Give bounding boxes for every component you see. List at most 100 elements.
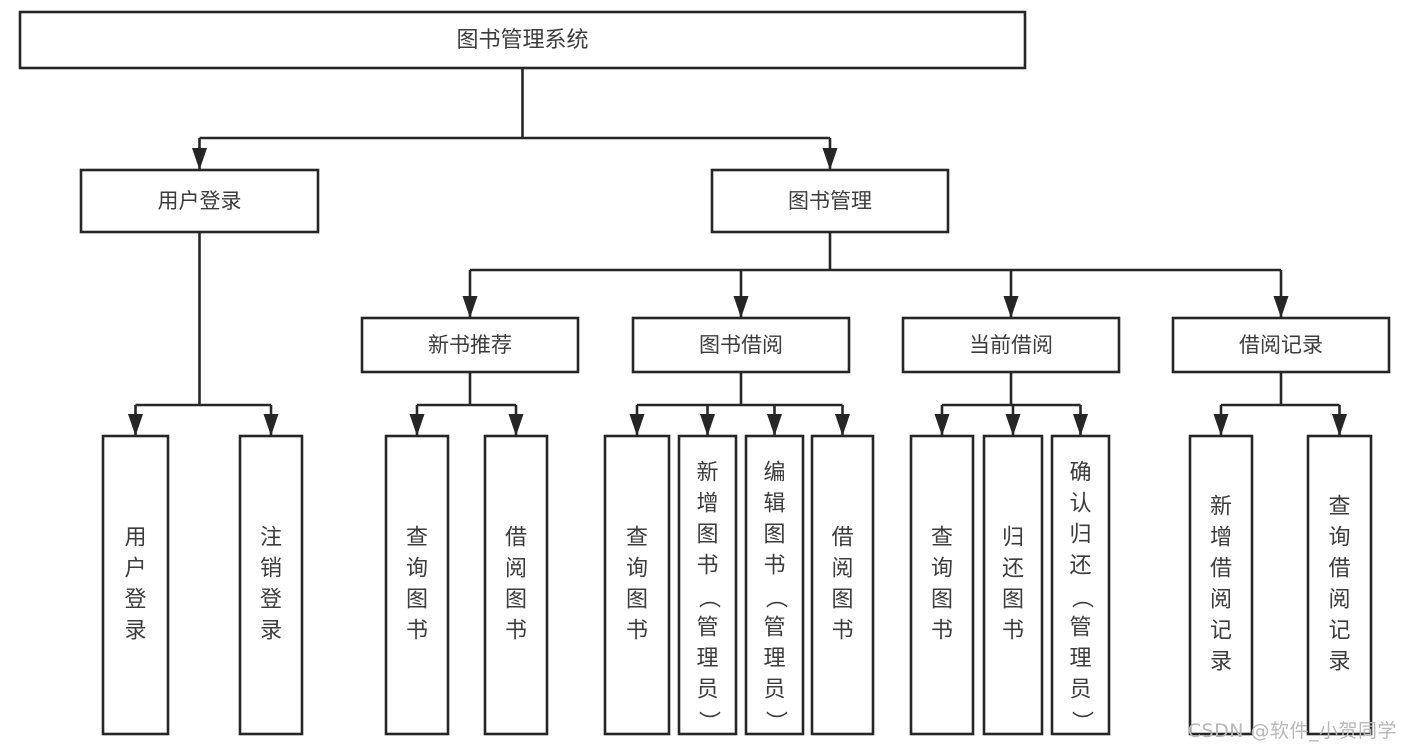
- node-new-book-recommend-rect[interactable]: [360, 316, 580, 374]
- leaf-leaf-edit-book-char: 员: [763, 678, 785, 703]
- leaf-leaf-edit-book-rect[interactable]: [744, 434, 805, 736]
- leaf-leaf-add-book-char: 理: [696, 647, 718, 672]
- leaf-leaf-query-record-char: 查: [1328, 495, 1350, 520]
- leaf-leaf-query-book-3-char: 询: [931, 557, 953, 582]
- leaf-leaf-query-record-char: 记: [1328, 619, 1350, 644]
- leaf-leaf-add-book-char: （: [696, 586, 721, 608]
- leaf-leaf-add-book-char: 图: [696, 523, 718, 548]
- leaf-leaf-add-record-char: 记: [1210, 619, 1232, 644]
- node-book-manage-rect[interactable]: [710, 168, 950, 234]
- leaf-leaf-confirm-return-char: 认: [1069, 492, 1091, 517]
- leaf-leaf-logout-char: 录: [260, 619, 282, 644]
- node-user-login[interactable]: 用户登录: [79, 168, 320, 234]
- leaf-leaf-query-book-1-rect[interactable]: [384, 434, 450, 736]
- leaf-leaf-confirm-return-char: 还: [1069, 554, 1091, 579]
- leaf-leaf-user-login-char: 用: [124, 526, 146, 551]
- leaf-leaf-logout-rect[interactable]: [238, 434, 304, 736]
- leaf-leaf-user-login-rect[interactable]: [101, 434, 170, 736]
- node-new-book-recommend-label: 新书推荐: [428, 333, 512, 357]
- leaf-leaf-logout-char: 登: [260, 588, 282, 613]
- arrow-head-icon: [1073, 414, 1088, 436]
- leaf-leaf-query-record-char: 录: [1328, 650, 1350, 675]
- arrow-head-icon: [409, 414, 425, 436]
- leaf-leaf-add-book-char: 员: [696, 678, 718, 703]
- arrow-head-icon: [128, 414, 143, 436]
- leaf-leaf-add-record-rect[interactable]: [1188, 434, 1254, 736]
- node-book-manage[interactable]: 图书管理: [710, 168, 950, 234]
- leaf-leaf-query-book-3-char: 图: [931, 588, 953, 613]
- leaf-leaf-edit-book-char: 编: [763, 461, 785, 486]
- arrow-head-icon: [700, 414, 715, 436]
- connectors-layer: [128, 68, 1347, 436]
- leaf-leaf-return-book-char: 书: [1002, 619, 1024, 644]
- nodes-layer: 图书管理系统用户登录图书管理新书推荐图书借阅当前借阅借阅记录用户登录注销登录查询…: [18, 10, 1391, 736]
- leaf-leaf-query-book-2-char: 书: [626, 619, 648, 644]
- leaf-leaf-edit-book-char: 辑: [763, 492, 785, 517]
- leaf-leaf-logout-char: 注: [260, 526, 282, 551]
- leaf-leaf-query-book-1-char: 书: [406, 619, 428, 644]
- arrow-head-icon: [822, 148, 838, 170]
- leaf-leaf-return-book-rect[interactable]: [982, 434, 1044, 736]
- node-new-book-recommend[interactable]: 新书推荐: [360, 316, 580, 374]
- node-current-borrow[interactable]: 当前借阅: [901, 316, 1121, 374]
- leaf-leaf-confirm-return-char: 归: [1069, 523, 1091, 548]
- leaf-leaf-user-login[interactable]: 用户登录: [101, 434, 170, 736]
- arrow-head-icon: [835, 414, 850, 436]
- node-current-borrow-rect[interactable]: [901, 316, 1121, 374]
- arrow-head-icon: [733, 296, 749, 318]
- leaf-leaf-query-book-3-rect[interactable]: [909, 434, 975, 736]
- leaf-leaf-add-book-char: 新: [696, 461, 718, 486]
- node-borrow-record[interactable]: 借阅记录: [1171, 316, 1391, 374]
- node-current-borrow-label: 当前借阅: [969, 333, 1053, 357]
- arrow-head-icon: [1213, 414, 1229, 436]
- leaf-leaf-add-record-char: 借: [1210, 557, 1232, 582]
- leaf-leaf-confirm-return-char: 确: [1069, 461, 1091, 486]
- leaf-leaf-query-book-1-char: 图: [406, 588, 428, 613]
- node-book-borrow[interactable]: 图书借阅: [631, 316, 851, 374]
- leaf-leaf-borrow-book-1-char: 借: [505, 526, 527, 551]
- leaf-leaf-add-book-char: 书: [696, 554, 718, 579]
- leaf-leaf-borrow-book-2-rect[interactable]: [810, 434, 875, 736]
- leaf-leaf-borrow-book-1-rect[interactable]: [483, 434, 549, 736]
- leaf-leaf-add-book-char: ）: [696, 710, 721, 732]
- arrow-head-icon: [1332, 414, 1347, 436]
- leaf-leaf-borrow-book-2-char: 阅: [831, 557, 853, 582]
- leaf-leaf-query-record-rect[interactable]: [1306, 434, 1373, 736]
- leaf-leaf-edit-book-char: 书: [763, 554, 785, 579]
- leaf-leaf-borrow-book-1-char: 阅: [505, 557, 527, 582]
- node-root-图书管理系统-rect[interactable]: [18, 10, 1027, 70]
- arrow-head-icon: [934, 414, 950, 436]
- leaf-leaf-borrow-book-2-char: 借: [831, 526, 853, 551]
- leaf-leaf-query-book-1-char: 查: [406, 526, 428, 551]
- leaf-leaf-query-book-3-char: 查: [931, 526, 953, 551]
- arrow-head-icon: [462, 296, 478, 318]
- arrow-head-icon: [508, 414, 524, 436]
- leaf-leaf-edit-book-char: 理: [763, 647, 785, 672]
- node-user-login-rect[interactable]: [79, 168, 320, 234]
- node-user-login-label: 用户登录: [158, 189, 242, 213]
- arrow-head-icon: [1003, 296, 1019, 318]
- node-root-图书管理系统[interactable]: 图书管理系统: [18, 10, 1027, 70]
- node-borrow-record-rect[interactable]: [1171, 316, 1391, 374]
- leaf-leaf-confirm-return-rect[interactable]: [1050, 434, 1111, 736]
- arrow-head-icon: [192, 148, 207, 170]
- leaf-leaf-user-login-char: 登: [124, 588, 146, 613]
- leaf-leaf-add-book-rect[interactable]: [677, 434, 738, 736]
- node-book-borrow-rect[interactable]: [631, 316, 851, 374]
- leaf-leaf-logout-char: 销: [260, 557, 282, 582]
- leaf-leaf-query-book-2-rect[interactable]: [603, 434, 671, 736]
- arrow-head-icon: [1273, 296, 1289, 318]
